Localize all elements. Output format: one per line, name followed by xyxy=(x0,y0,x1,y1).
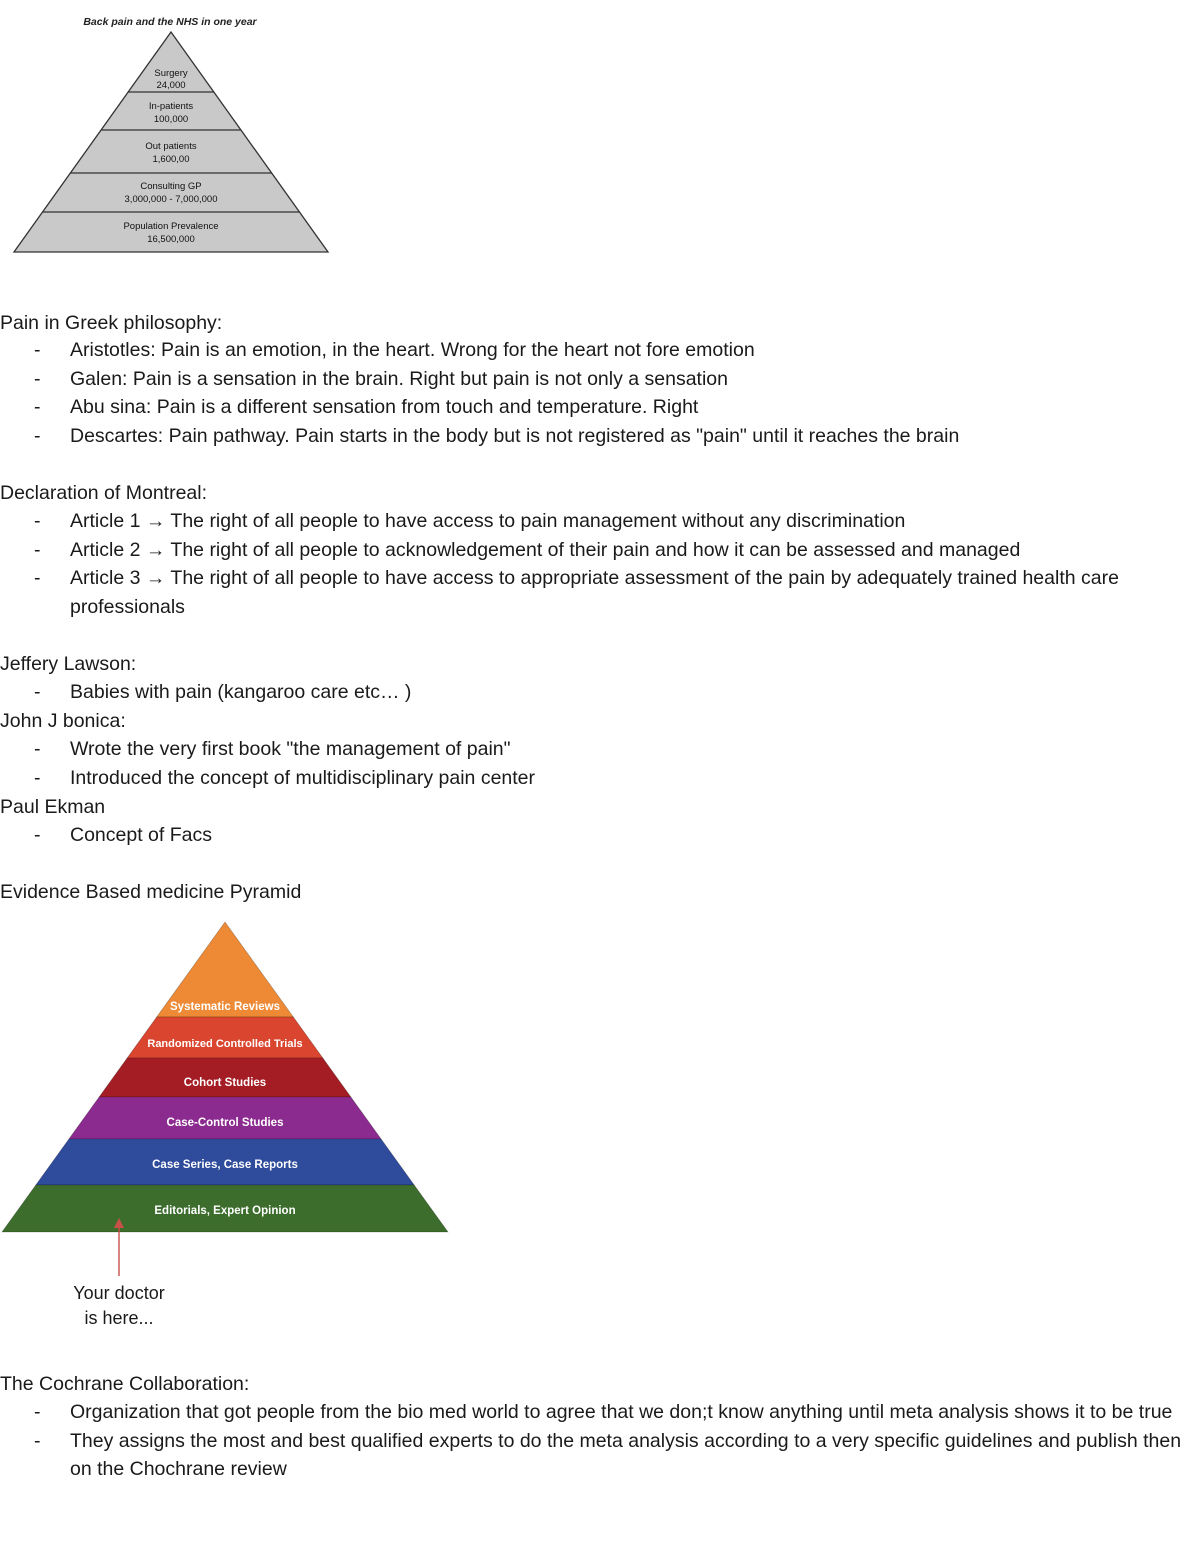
bullet-dash: - xyxy=(34,510,41,532)
cochrane-item: - Organization that got people from the b… xyxy=(0,1398,1200,1427)
bullet-dash: - xyxy=(34,681,41,703)
montreal-article-item-text: Article 1 → The right of all people to h… xyxy=(70,510,906,532)
ekman-item-text: Concept of Facs xyxy=(70,824,212,846)
montreal-articles-list: - Article 1 → The right of all people to … xyxy=(0,507,1200,621)
bullet-dash: - xyxy=(34,396,41,418)
nhs-back-pain-pyramid: Back pain and the NHS in one year Surger… xyxy=(12,16,330,253)
bonica-item-text: Wrote the very first book "the managemen… xyxy=(70,738,511,760)
nhs-tier-label: Out patients xyxy=(145,141,196,152)
ebm-tier-label: Systematic Reviews xyxy=(170,1001,280,1013)
bonica-item-text: Introduced the concept of multidisciplin… xyxy=(70,766,536,789)
nhs-tier-value: 100,000 xyxy=(154,114,188,125)
greek-philosopher-item-text: Galen: Pain is a sensation in the brain.… xyxy=(70,367,728,390)
bullet-dash: - xyxy=(34,738,41,760)
ekman-list: - Concept of Facs xyxy=(0,821,1200,850)
nhs-tier-label: Surgery xyxy=(154,68,188,79)
montreal-article-item-text: Article 2 → The right of all people to a… xyxy=(70,538,1021,561)
greek-philosopher-item-text: Abu sina: Pain is a different sensation … xyxy=(70,396,699,418)
nhs-pyramid-outline xyxy=(12,30,330,253)
doctor-caption-line2: is here... xyxy=(84,1308,153,1328)
nhs-pyramid-title: Back pain and the NHS in one year xyxy=(83,16,257,28)
ebm-tier xyxy=(1,1184,449,1233)
cochrane-list: - Organization that got people from the b… xyxy=(0,1398,1200,1484)
greek-philosopher-item: - Descartes: Pain pathway. Pain starts in… xyxy=(0,422,1200,451)
cochrane-item: - They assigns the most and best qualifie… xyxy=(0,1427,1200,1484)
ekman-item: - Concept of Facs xyxy=(0,821,1200,850)
ebm-tier-label: Cohort Studies xyxy=(184,1077,266,1089)
montreal-article-item: - Article 3 → The right of all people to … xyxy=(0,564,1200,621)
bullet-dash: - xyxy=(34,824,41,846)
ebm-tier-label: Editorials, Expert Opinion xyxy=(154,1205,295,1217)
nhs-tier-value: 3,000,000 - 7,000,000 xyxy=(125,194,218,205)
lawson-item: - Babies with pain (kangaroo care etc… ) xyxy=(0,678,1200,707)
bonica-item: - Wrote the very first book "the manageme… xyxy=(0,735,1200,764)
ebm-pyramid-heading: Evidence Based medicine Pyramid xyxy=(0,881,302,903)
bullet-dash: - xyxy=(34,367,41,390)
ebm-tier-label: Case-Control Studies xyxy=(167,1117,284,1129)
montreal-article-item-text: Article 3 → The right of all people to h… xyxy=(70,567,1119,618)
cochrane-item-text: They assigns the most and best qualified… xyxy=(70,1429,1182,1481)
nhs-tier-label: Consulting GP xyxy=(140,181,201,192)
bullet-dash: - xyxy=(34,538,41,561)
nhs-tier-label: Population Prevalence xyxy=(123,221,218,232)
lawson-item-text: Babies with pain (kangaroo care etc… ) xyxy=(70,681,412,703)
bullet-dash: - xyxy=(34,1429,41,1452)
montreal-article-item: - Article 2 → The right of all people to … xyxy=(0,536,1200,565)
greek-philosophy-heading: Pain in Greek philosophy: xyxy=(0,312,223,334)
nhs-tier-value: 1,600,00 xyxy=(153,154,190,165)
nhs-tier-value: 24,000 xyxy=(156,80,185,91)
montreal-heading: Declaration of Montreal: xyxy=(0,482,208,504)
bullet-dash: - xyxy=(34,766,41,789)
bullet-dash: - xyxy=(34,339,41,361)
pointer-arrowhead xyxy=(114,1218,124,1228)
lawson-heading: Jeffery Lawson: xyxy=(0,653,137,675)
bonica-item: - Introduced the concept of multidiscipli… xyxy=(0,764,1200,793)
greek-philosopher-item-text: Aristotles: Pain is an emotion, in the h… xyxy=(70,339,755,361)
montreal-article-item: - Article 1 → The right of all people to … xyxy=(0,507,1200,536)
cochrane-heading: The Cochrane Collaboration: xyxy=(0,1373,250,1395)
nhs-tier-value: 16,500,000 xyxy=(147,234,195,245)
lawson-list: - Babies with pain (kangaroo care etc… ) xyxy=(0,678,1200,707)
cochrane-item-text: Organization that got people from the bi… xyxy=(70,1401,1173,1423)
ekman-heading: Paul Ekman xyxy=(0,796,106,818)
bullet-dash: - xyxy=(34,424,41,447)
greek-philosophy-list: - Aristotles: Pain is an emotion, in the … xyxy=(0,336,1200,450)
greek-philosopher-item: - Aristotles: Pain is an emotion, in the … xyxy=(0,336,1200,365)
greek-philosopher-item: - Abu sina: Pain is a different sensation… xyxy=(0,393,1200,422)
bullet-dash: - xyxy=(34,567,41,589)
bonica-list: - Wrote the very first book "the manageme… xyxy=(0,735,1200,792)
greek-philosopher-item: - Galen: Pain is a sensation in the brain… xyxy=(0,365,1200,394)
doctor-caption-line1: Your doctor xyxy=(73,1283,164,1303)
bonica-heading: John J bonica: xyxy=(0,710,126,732)
bullet-dash: - xyxy=(34,1401,41,1423)
nhs-tier-label: In-patients xyxy=(149,101,194,112)
greek-philosopher-item-text: Descartes: Pain pathway. Pain starts in … xyxy=(70,424,960,447)
ebm-tier-label: Case Series, Case Reports xyxy=(152,1159,298,1171)
ebm-tier-label: Randomized Controlled Trials xyxy=(147,1038,302,1050)
